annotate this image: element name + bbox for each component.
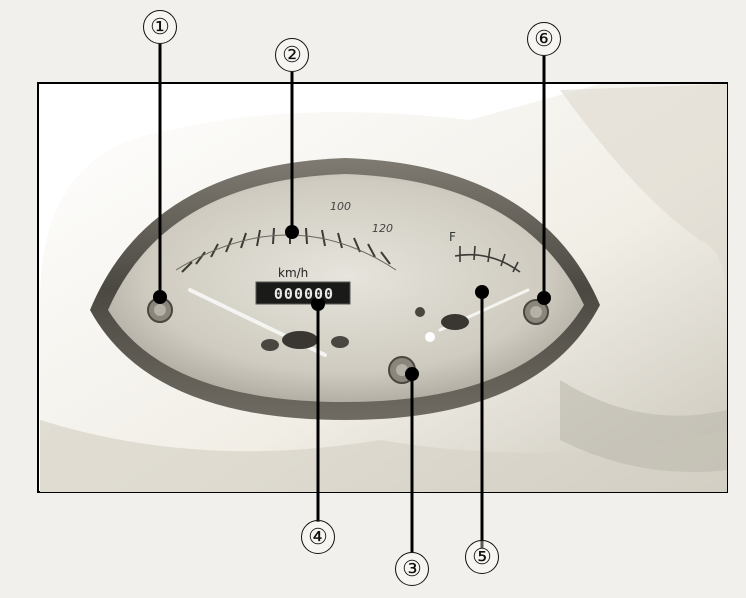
callout-5: ⑤ [465,540,499,574]
speed-needle-hub [282,331,318,349]
fuel-needle-hub [441,314,469,330]
callout-6: ⑥ [527,22,561,56]
face-mark-small [415,307,425,317]
callout-2: ② [275,38,309,72]
callout-4: ④ [301,520,335,554]
speed-scale-label-100: 100 [330,200,351,213]
neutral-dot [425,332,435,342]
callout-3: ③ [395,552,429,586]
callout-1: ① [143,10,177,44]
speed-unit-label: km/h [278,266,308,280]
face-mark-left [261,339,279,351]
odometer-reading: 000000 [258,284,350,304]
face-mark-right [331,336,349,348]
fuel-full-label: F [449,230,456,244]
speed-scale-label-120: 120 [372,222,393,235]
